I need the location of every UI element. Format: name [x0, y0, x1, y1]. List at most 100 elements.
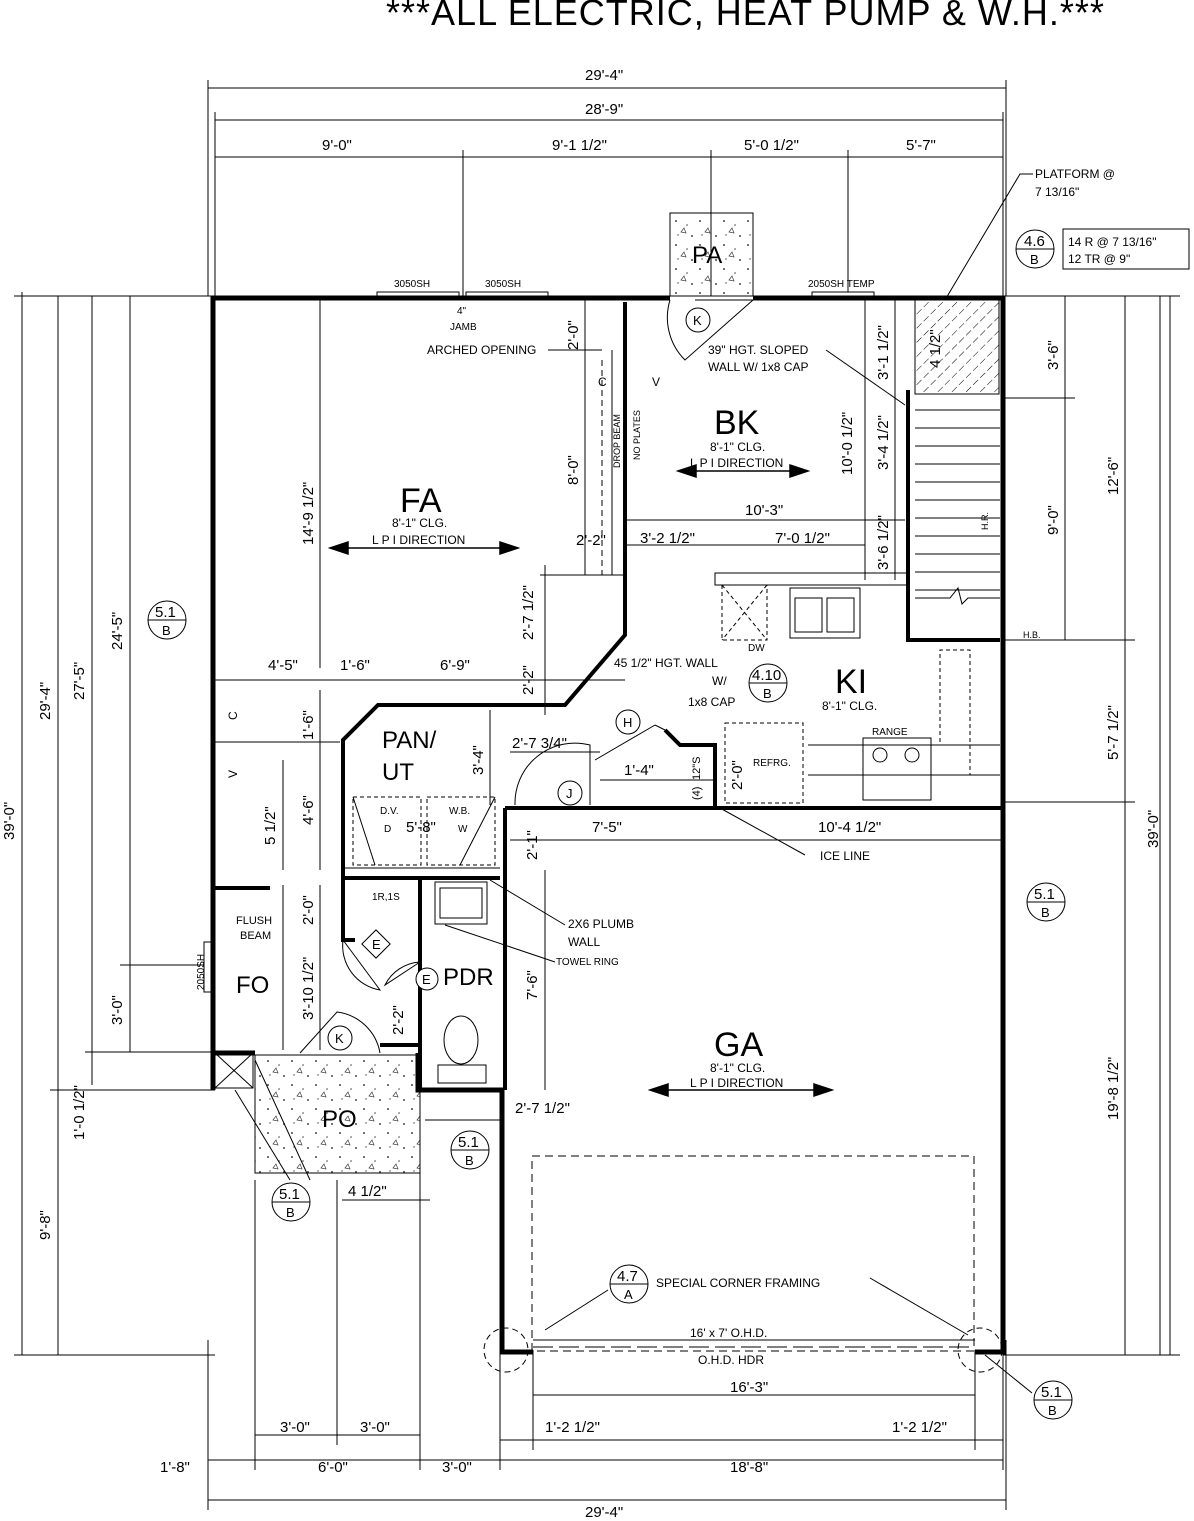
dim-int: 6'-9" — [440, 657, 470, 674]
dim-right-b: 12'-6" — [1105, 457, 1122, 495]
note-c: C — [226, 711, 240, 720]
room-ga-joist: L P I DIRECTION — [690, 1076, 783, 1090]
dim-left-b: 29'-4" — [37, 682, 54, 720]
dim-top-overall: 29'-4" — [585, 67, 623, 84]
section-tag-top: 5.1 — [458, 1134, 479, 1151]
dim-int: 1'-6" — [300, 710, 317, 740]
room-pa: PA — [692, 242, 722, 269]
dim-int: 10'-0 1/2" — [839, 412, 856, 475]
stair-treads — [915, 409, 1000, 605]
room-pdr: PDR — [443, 964, 494, 991]
dim-int: 14'-9 1/2" — [300, 482, 317, 545]
dim-int: 2'-2" — [520, 665, 537, 695]
section-tag-top: 4.10 — [752, 667, 781, 684]
dim-int: 4'-6" — [300, 795, 317, 825]
dim-int: 3'-4 1/2" — [875, 415, 892, 470]
fixtures — [214, 350, 1003, 1373]
dim-bot-f: 3'-0" — [360, 1419, 390, 1436]
dim-left-g: 3'-0" — [109, 995, 126, 1025]
dim-top-s3: 5'-0 1/2" — [744, 137, 799, 154]
section-tag-bottom: B — [162, 623, 171, 638]
dim-int: 1'-4" — [624, 762, 654, 779]
dim-int: 2'-1" — [524, 830, 541, 860]
dim-int: 5 1/2" — [262, 806, 279, 845]
leader-lines — [234, 173, 1033, 1394]
room-ut: UT — [382, 759, 414, 786]
dim-left-d: 24'-5" — [109, 612, 126, 650]
door-swings — [299, 299, 755, 1054]
room-ki: KI — [835, 663, 867, 701]
door-tag-h: H — [623, 715, 632, 730]
dim-int: 1'-6" — [340, 657, 370, 674]
note-wall: 1x8 CAP — [688, 695, 735, 709]
room-bk-joist: L P I DIRECTION — [690, 456, 783, 470]
section-tag-bottom: B — [1048, 1403, 1057, 1418]
note-arched: ARCHED OPENING — [427, 343, 536, 357]
window-label: 3050SH — [485, 279, 521, 290]
patio-slab — [669, 212, 754, 297]
dim-left-f: 1'-0 1/2" — [71, 1085, 88, 1140]
dim-int: 5'-8" — [406, 819, 436, 836]
dim-right-d: 5'-7 1/2" — [1105, 705, 1122, 760]
note-platform: PLATFORM @ — [1035, 167, 1115, 181]
window-label: 2050SH — [196, 954, 207, 990]
section-tag-top: 4.6 — [1024, 233, 1045, 250]
note-jamb: 4" — [457, 306, 467, 317]
note-sloped: WALL W/ 1x8 CAP — [708, 360, 808, 374]
top-dimensions: 29'-4" 28'-9" 9'-0" 9'-1 1/2" 5'-0 1/2" … — [322, 67, 936, 154]
section-tag-bottom: B — [286, 1205, 295, 1220]
dim-bot-d: 18'-8" — [730, 1459, 768, 1476]
note-sloped: 39" HGT. SLOPED — [708, 343, 809, 357]
dim-int: 4 1/2" — [927, 329, 944, 368]
note-refrg: REFRG. — [753, 758, 791, 769]
note-c: C — [598, 375, 607, 389]
note-jamb: JAMB — [450, 322, 477, 333]
header-note: ***ALL ELECTRIC, HEAT PUMP & W.H.*** — [386, 0, 1105, 33]
dim-int: 2'-0" — [565, 320, 582, 350]
note-hr: H.R. — [980, 512, 990, 530]
room-bk-ceiling: 8'-1" CLG. — [710, 440, 765, 454]
dim-top-s4: 5'-7" — [906, 137, 936, 154]
right-dimensions: 39'-0" 12'-6" 19'-8 1/2" 5'-7 1/2" 3'-6"… — [1045, 340, 1162, 1120]
note-flush: FLUSH — [236, 915, 272, 927]
tags — [147, 229, 1073, 1420]
dim-int: 3'-2 1/2" — [640, 530, 695, 547]
annotations: PLATFORM @ 7 13/16" 14 R @ 7 13/16" 12 T… — [196, 167, 1190, 1367]
dim-right-a: 39'-0" — [1145, 810, 1162, 848]
bottom-dimensions: 29'-4" 1'-8" 6'-0" 3'-0" 18'-8" 3'-0" 3'… — [160, 1183, 947, 1521]
dim-bot-overall: 29'-4" — [585, 1504, 623, 1521]
section-tag-bottom: B — [763, 686, 772, 701]
section-tag-top: 4.7 — [617, 1268, 638, 1285]
door-tag-e: E — [372, 937, 381, 952]
note-v: V — [652, 375, 660, 389]
room-fa: FA — [400, 482, 442, 520]
dim-bot-j: 4 1/2" — [348, 1183, 387, 1200]
note-ohd-hdr: O.H.D. HDR — [698, 1353, 764, 1367]
interior-dimensions: 14'-9 1/2" 8'-0" 2'-0" 2'-2" 3'-2 1/2" 7… — [262, 320, 944, 1117]
note-plumb: WALL — [568, 935, 601, 949]
dim-int: 3'-6 1/2" — [875, 515, 892, 570]
dim-left-c: 27'-5" — [71, 662, 88, 700]
dim-int: 10'-3" — [745, 502, 783, 519]
room-ga-ceiling: 8'-1" CLG. — [710, 1061, 765, 1075]
tag-text: K H J E E K 4.6 B 4.10 B 4.7 A 5.1 B 5.1… — [155, 233, 1062, 1418]
dim-top-s1: 9'-0" — [322, 137, 352, 154]
dim-bot-b: 6'-0" — [318, 1459, 348, 1476]
room-labels: FA 8'-1" CLG. L P I DIRECTION B K 8'-1" C… — [236, 242, 877, 1133]
note-v: V — [226, 770, 240, 778]
dim-bot-a: 1'-8" — [160, 1459, 190, 1476]
dim-int: 2'-0" — [729, 760, 746, 790]
section-tag-top: 5.1 — [1034, 886, 1055, 903]
section-tag-bottom: B — [1041, 905, 1050, 920]
note-platform-2: 7 13/16" — [1035, 185, 1079, 199]
dim-bot-h: 1'-2 1/2" — [892, 1419, 947, 1436]
door-tag-k: K — [335, 1031, 344, 1046]
note-ohd: 16' x 7' O.H.D. — [690, 1326, 767, 1340]
section-tag-bottom: B — [465, 1153, 474, 1168]
dim-left-e: 9'-8" — [37, 1210, 54, 1240]
room-fa-joist: L P I DIRECTION — [372, 533, 465, 547]
note-wb: W.B. — [449, 806, 470, 817]
note-dropbeam: DROP BEAM — [612, 414, 622, 468]
section-tag-bottom: B — [1030, 252, 1039, 267]
